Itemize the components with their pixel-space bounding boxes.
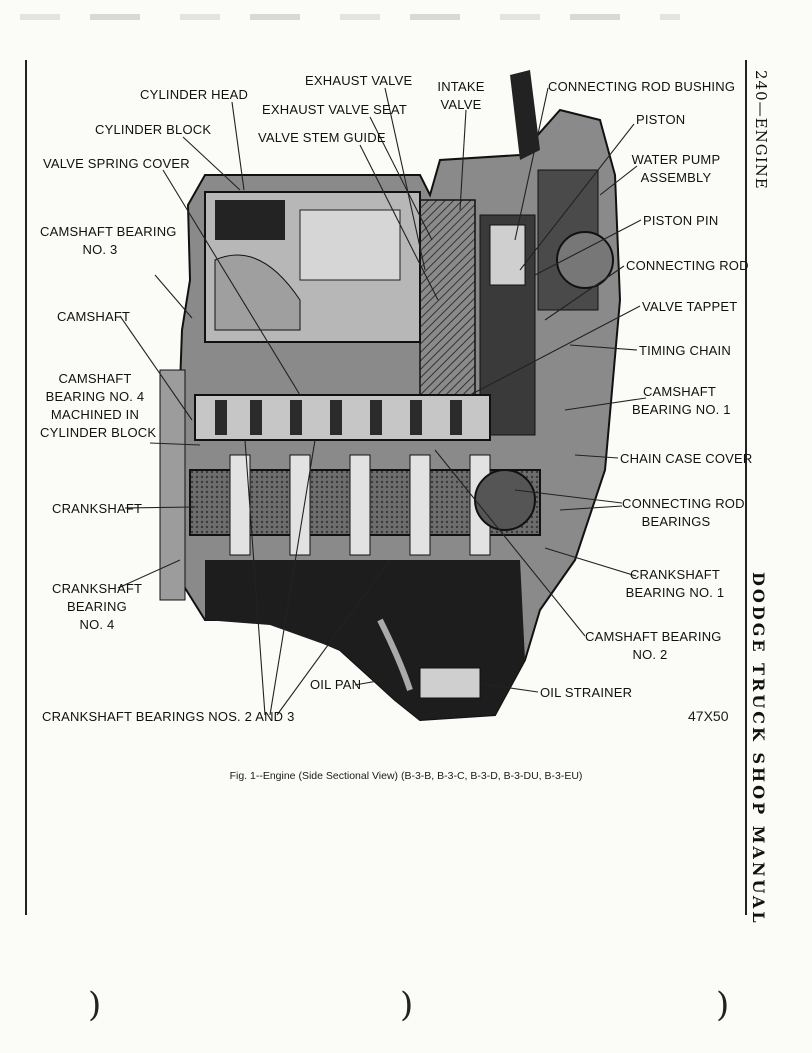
label-exhaust-valve-seat: EXHAUST VALVE SEAT [262, 102, 407, 117]
label-camshaft: CAMSHAFT [57, 309, 131, 324]
label-oil-pan: OIL PAN [310, 677, 362, 692]
label-piston: PISTON [636, 112, 686, 127]
leader-lines [117, 87, 647, 716]
manual-title: DODGE TRUCK SHOP MANUAL [749, 572, 768, 926]
binder-mark-left: ) [88, 985, 102, 1025]
label-cylinder-head: CYLINDER HEAD [140, 87, 249, 102]
engine-illustration [159, 70, 622, 722]
label-piston-pin: PISTON PIN [643, 213, 719, 228]
label-oil-strainer: OIL STRAINER [540, 685, 633, 700]
label-cylinder-block: CYLINDER BLOCK [95, 122, 212, 137]
label-crankshaft: CRANKSHAFT [52, 501, 143, 516]
binder-mark-right: ) [716, 985, 730, 1025]
label-timing-chain: TIMING CHAIN [639, 343, 731, 358]
binder-mark-center: ) [400, 985, 414, 1025]
label-crankshaft-bearings-nos-2-3: CRANKSHAFT BEARINGS NOS. 2 AND 3 [42, 709, 295, 724]
label-connecting-rod: CONNECTING ROD [626, 258, 749, 273]
figure-caption: Fig. 1--Engine (Side Sectional View) (B-… [229, 770, 583, 782]
page-header: 240—ENGINE [752, 70, 770, 190]
left-margin-rule [25, 60, 27, 915]
figure-code: 47X50 [688, 708, 729, 724]
label-chain-case-cover: CHAIN CASE COVER [620, 451, 753, 466]
label-connecting-rod-bushing: CONNECTING ROD BUSHING [548, 79, 736, 94]
scan-noise [20, 14, 680, 20]
label-exhaust-valve: EXHAUST VALVE [305, 73, 413, 88]
label-valve-tappet: VALVE TAPPET [642, 299, 738, 314]
label-valve-stem-guide: VALVE STEM GUIDE [258, 130, 386, 145]
label-valve-spring-cover: VALVE SPRING COVER [43, 156, 190, 171]
right-margin-rule [745, 60, 747, 915]
